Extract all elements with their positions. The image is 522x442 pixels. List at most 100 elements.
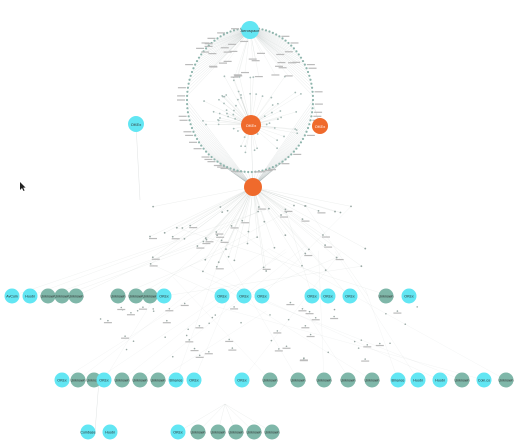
row2-node[interactable]: Unknown	[70, 372, 86, 388]
row2-node[interactable]: Unknown	[290, 372, 306, 388]
node-right[interactable]: OKEx	[312, 118, 328, 134]
row2-node-circle[interactable]	[54, 372, 70, 388]
row2-node-circle[interactable]	[70, 372, 86, 388]
row2-node-circle[interactable]	[410, 372, 426, 388]
row1-node-circle[interactable]	[378, 288, 394, 304]
row3b-node-circle[interactable]	[246, 424, 262, 440]
row3a-node[interactable]: Huobi	[102, 424, 118, 440]
row2-node-circle[interactable]	[390, 372, 406, 388]
row3b-node[interactable]: OKEx	[170, 424, 186, 440]
row2-node[interactable]: OKEx	[54, 372, 70, 388]
row2-node-circle[interactable]	[340, 372, 356, 388]
row2-node[interactable]: Unknown	[114, 372, 130, 388]
row2-node[interactable]: Unknown	[364, 372, 380, 388]
row1-node-circle[interactable]	[4, 288, 20, 304]
row2-node[interactable]: OKEx	[234, 372, 250, 388]
row1-node[interactable]: OKEx	[401, 288, 417, 304]
row1-node-circle[interactable]	[320, 288, 336, 304]
row1-node[interactable]: OKEx	[320, 288, 336, 304]
row1-node[interactable]: Unknown	[110, 288, 126, 304]
row1-node-circle[interactable]	[22, 288, 38, 304]
row3a-node-circle[interactable]	[80, 424, 96, 440]
row1-node-circle[interactable]	[142, 288, 158, 304]
row2-node[interactable]: Huobi	[410, 372, 426, 388]
row2-node[interactable]: OKEx	[186, 372, 202, 388]
node-top[interactable]: Aerospace	[240, 21, 260, 39]
row1-node[interactable]: Unknown	[40, 288, 56, 304]
row2-node-circle[interactable]	[96, 372, 112, 388]
node-right-circle[interactable]	[312, 118, 328, 134]
row1-node[interactable]: AvCoin	[4, 288, 20, 304]
row2-node-circle[interactable]	[114, 372, 130, 388]
row2-node[interactable]: Unknown	[262, 372, 278, 388]
row1-node-circle[interactable]	[342, 288, 358, 304]
row1-node-circle[interactable]	[401, 288, 417, 304]
row1-node[interactable]: Unknown	[142, 288, 158, 304]
row2-node[interactable]: Huobi	[432, 372, 448, 388]
row1-node[interactable]: Unknown	[128, 288, 144, 304]
node-left-circle[interactable]	[128, 116, 144, 132]
row3b-node[interactable]: Unknown	[210, 424, 226, 440]
node-left[interactable]: OKEx	[128, 116, 144, 132]
row1-node-circle[interactable]	[54, 288, 70, 304]
row3b-node-circle[interactable]	[228, 424, 244, 440]
node-hub[interactable]	[244, 178, 262, 196]
row3b-node-circle[interactable]	[190, 424, 206, 440]
row2-node[interactable]: Unknown	[454, 372, 470, 388]
row1-node-circle[interactable]	[40, 288, 56, 304]
row3a-node[interactable]: Coinbase	[80, 424, 96, 440]
row3b-node[interactable]: Unknown	[190, 424, 206, 440]
row1-node-circle[interactable]	[68, 288, 84, 304]
row3a-node-circle[interactable]	[102, 424, 118, 440]
node-top-circle[interactable]	[241, 21, 259, 39]
row3b-node-circle[interactable]	[170, 424, 186, 440]
row1-node[interactable]: Unknown	[378, 288, 394, 304]
row2-node-circle[interactable]	[262, 372, 278, 388]
node-center[interactable]: OKEx	[241, 115, 261, 135]
row2-node-circle[interactable]	[186, 372, 202, 388]
row1-node-circle[interactable]	[236, 288, 252, 304]
row1-node[interactable]: OKEx	[214, 288, 230, 304]
row1-node-circle[interactable]	[304, 288, 320, 304]
row3b-node-circle[interactable]	[264, 424, 280, 440]
row2-node[interactable]: Coin.co	[476, 372, 492, 388]
row1-node[interactable]: OKEx	[156, 288, 172, 304]
row1-node[interactable]: Unknown	[68, 288, 84, 304]
row2-node[interactable]: Unknown	[150, 372, 166, 388]
row1-node[interactable]: Unknown	[54, 288, 70, 304]
row1-node-circle[interactable]	[110, 288, 126, 304]
row1-node-circle[interactable]	[214, 288, 230, 304]
row2-node-circle[interactable]	[476, 372, 492, 388]
row1-node[interactable]: OKEx	[304, 288, 320, 304]
row2-node[interactable]: Binance	[390, 372, 406, 388]
row2-node-circle[interactable]	[290, 372, 306, 388]
row2-node[interactable]: Unknown	[340, 372, 356, 388]
row1-node[interactable]: OKEx	[342, 288, 358, 304]
row2-node-circle[interactable]	[364, 372, 380, 388]
row2-node-circle[interactable]	[432, 372, 448, 388]
row2-node-circle[interactable]	[454, 372, 470, 388]
row2-node[interactable]: OKEx	[96, 372, 112, 388]
row1-node-circle[interactable]	[156, 288, 172, 304]
row2-node[interactable]: Unknown	[498, 372, 514, 388]
row1-node-circle[interactable]	[254, 288, 270, 304]
row3b-node[interactable]: Unknown	[228, 424, 244, 440]
row2-node-circle[interactable]	[168, 372, 184, 388]
row2-node-circle[interactable]	[498, 372, 514, 388]
row1-node[interactable]: OKEx	[236, 288, 252, 304]
row2-node-circle[interactable]	[132, 372, 148, 388]
row3b-node-circle[interactable]	[210, 424, 226, 440]
node-center-circle[interactable]	[241, 115, 261, 135]
row2-node[interactable]: Unknown	[316, 372, 332, 388]
row3b-node[interactable]: Unknown	[246, 424, 262, 440]
row2-node-circle[interactable]	[150, 372, 166, 388]
row2-node[interactable]: Binance	[168, 372, 184, 388]
row2-node[interactable]: Unknown	[132, 372, 148, 388]
row1-node[interactable]: OKEx	[254, 288, 270, 304]
row2-node-circle[interactable]	[234, 372, 250, 388]
row1-node-circle[interactable]	[128, 288, 144, 304]
row2-node-circle[interactable]	[316, 372, 332, 388]
row3b-node[interactable]: Unknown	[264, 424, 280, 440]
